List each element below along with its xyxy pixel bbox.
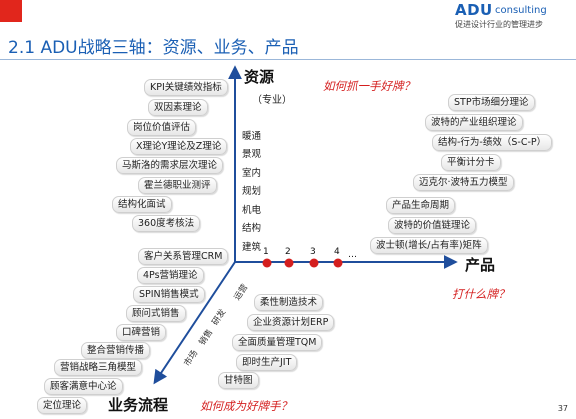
product-point-1 (262, 258, 272, 268)
product-axis-title: 产品 (465, 256, 496, 274)
corner-red-square (0, 0, 22, 22)
process-theory-tag: 客户关系管理CRM (138, 248, 229, 265)
resource-theory-tag: 岗位价值评估 (127, 119, 197, 136)
process-theory-tag: 口碑营销 (116, 324, 167, 341)
resource-axis-subtitle: （专业） (252, 95, 292, 106)
process-axis (153, 261, 236, 385)
logo-main: ADU (455, 1, 493, 19)
product-point-ellipsis: … (348, 250, 357, 260)
operations-theory-tag: 柔性制造技术 (254, 294, 324, 311)
process-axis-title: 业务流程 (108, 396, 169, 414)
product-point-label: 4 (334, 247, 340, 257)
operations-theory-tag: 全面质量管理TQM (232, 334, 323, 351)
specialty-label: 结构 (242, 223, 262, 234)
resource-theory-tag: X理论Y理论及Z理论 (130, 138, 228, 155)
product-point-label: 1 (263, 247, 269, 257)
product-theory-tag: 结构-行为-绩效（S-C-P） (432, 134, 553, 151)
product-theory-tag: 波特的价值链理论 (388, 217, 477, 234)
product-theory-tag: STP市场细分理论 (448, 94, 535, 111)
resource-theory-tag: KPI关键绩效指标 (144, 79, 228, 96)
page-number: 37 (557, 404, 568, 413)
product-point-label: 2 (285, 247, 291, 257)
process-theory-tag: 顾客满意中心论 (44, 378, 123, 395)
operations-theory-tag: 企业资源计划ERP (247, 314, 335, 331)
process-theory-tag: 整合营销传播 (81, 342, 151, 359)
product-theory-tag: 波士顿(增长/占有率)矩阵 (370, 237, 488, 254)
process-theory-tag: 顾问式销售 (126, 305, 186, 322)
process-theory-tag: 营销战略三角模型 (54, 359, 143, 376)
company-logo: ADU consulting 促进设计行业的管理进步 (455, 1, 573, 31)
process-note: 如何成为好牌手？ (200, 399, 292, 413)
product-point-label: 3 (310, 247, 316, 257)
product-theory-tag: 迈克尔·波特五力模型 (413, 174, 514, 191)
resource-note: 如何抓一手好牌？ (323, 79, 415, 93)
resource-theory-tag: 霍兰德职业测评 (138, 177, 217, 194)
process-theory-tag: 4Ps营销理论 (137, 267, 204, 284)
resource-axis-title: 资源 (244, 68, 275, 86)
product-note: 打什么牌？ (452, 287, 510, 301)
specialty-label: 规划 (242, 186, 262, 197)
process-theory-tag: 定位理论 (37, 397, 88, 414)
product-point-2 (284, 258, 294, 268)
specialty-label: 暖通 (242, 131, 262, 142)
resource-theory-tag: 360度考核法 (132, 215, 201, 232)
operations-theory-tag: 甘特图 (218, 372, 259, 389)
process-theory-tag: SPIN销售模式 (133, 286, 205, 303)
specialty-label: 景观 (242, 149, 262, 160)
resource-theory-tag: 双因素理论 (148, 99, 208, 116)
specialty-label: 机电 (242, 205, 262, 216)
title-divider (0, 59, 576, 60)
product-point-3 (309, 258, 319, 268)
operations-theory-tag: 即时生产JIT (236, 354, 298, 371)
specialty-label: 室内 (242, 168, 262, 179)
product-theory-tag: 平衡计分卡 (441, 154, 501, 171)
product-theory-tag: 波特的产业组织理论 (425, 114, 523, 131)
resource-theory-tag: 马斯洛的需求层次理论 (116, 157, 224, 174)
logo-sub: consulting (495, 5, 547, 16)
specialty-label: 建筑 (242, 242, 262, 253)
page-title: 2.1 ADU战略三轴：资源、业务、产品 (8, 38, 299, 58)
logo-tagline: 促进设计行业的管理进步 (455, 20, 543, 29)
product-theory-tag: 产品生命周期 (386, 197, 456, 214)
resource-theory-tag: 结构化面试 (112, 196, 172, 213)
product-point-4 (333, 258, 343, 268)
